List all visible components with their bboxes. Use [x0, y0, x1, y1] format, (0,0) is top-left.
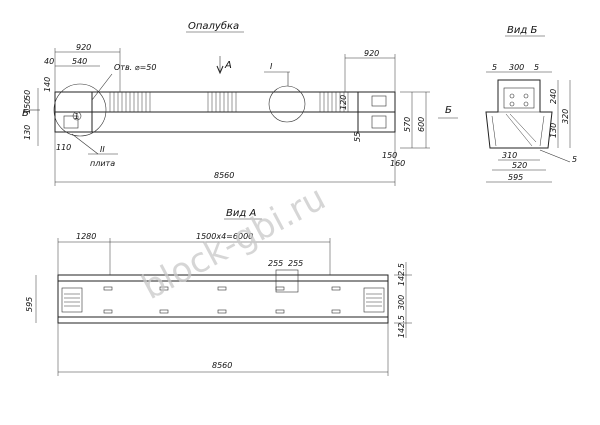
dim-total-8560: 8560: [214, 171, 234, 180]
dim-b-5c: 5: [572, 155, 577, 164]
dim-b-300: 300: [509, 63, 524, 72]
detail-circle-left: [53, 83, 107, 137]
main-elevation: 1 I А Б Б Отв. ⌀=50 II плита 920 40 540: [22, 43, 458, 186]
dim-920-left: 920: [76, 43, 91, 52]
dim-b-5a: 5: [492, 63, 497, 72]
dim-r-570: 570: [403, 117, 412, 132]
dim-left-140: 140: [43, 77, 52, 92]
dim-b-520: 520: [512, 161, 527, 170]
dim-a-300: 300: [397, 295, 406, 310]
plate-label: плита: [90, 159, 115, 168]
node-i-label: I: [270, 62, 273, 71]
dim-left-50: 50: [23, 90, 32, 100]
dim-a-spacing: 1500x4=6000: [196, 232, 253, 241]
dim-r-150: 150: [382, 151, 397, 160]
dim-40: 40: [44, 57, 54, 66]
node-ii-label: II: [100, 145, 105, 154]
dim-a-1280: 1280: [76, 232, 96, 241]
dim-r-120: 120: [339, 95, 348, 110]
view-a-plan: 1280 1500x4=6000 255 255 595 142.5 300 1…: [25, 232, 412, 376]
dim-a-255a: 255: [268, 259, 283, 268]
dim-a-total-8560: 8560: [212, 361, 232, 370]
dim-b-5b: 5: [534, 63, 539, 72]
section-marker: Б: [445, 105, 452, 116]
dim-a-142b: 142.5: [397, 315, 406, 338]
watermark: block-gbi.ru: [135, 178, 332, 308]
circle-mark: 1: [74, 112, 79, 121]
dim-920-right: 920: [364, 49, 379, 58]
view-b-section: 5 300 5 240 320 130 310 520 595 5: [485, 63, 577, 183]
dim-b-310: 310: [502, 151, 517, 160]
dim-r-55: 55: [353, 132, 362, 142]
dim-a-142: 142.5: [397, 263, 406, 286]
dim-a-255b: 255: [288, 259, 303, 268]
dim-b-320: 320: [561, 109, 570, 124]
dim-left-130: 130: [23, 125, 32, 140]
dim-b-130: 130: [549, 123, 558, 138]
view-a-title: Вид А: [226, 208, 256, 219]
hole-note: Отв. ⌀=50: [114, 63, 156, 72]
view-b-title: Вид Б: [507, 25, 537, 36]
dim-540: 540: [72, 57, 87, 66]
dim-r-160: 160: [390, 159, 405, 168]
dim-left-150: 150: [23, 99, 32, 114]
marker-a: А: [224, 60, 232, 71]
dim-r-600: 600: [417, 117, 426, 132]
dim-b-595: 595: [508, 173, 523, 182]
dim-bot-110: 110: [56, 143, 71, 152]
marker-b: Б: [22, 108, 29, 119]
detail-circle-i: [268, 85, 306, 123]
main-view-title: Опалубка: [188, 20, 239, 32]
dim-b-240: 240: [549, 89, 558, 104]
dim-a-595: 595: [25, 297, 34, 312]
